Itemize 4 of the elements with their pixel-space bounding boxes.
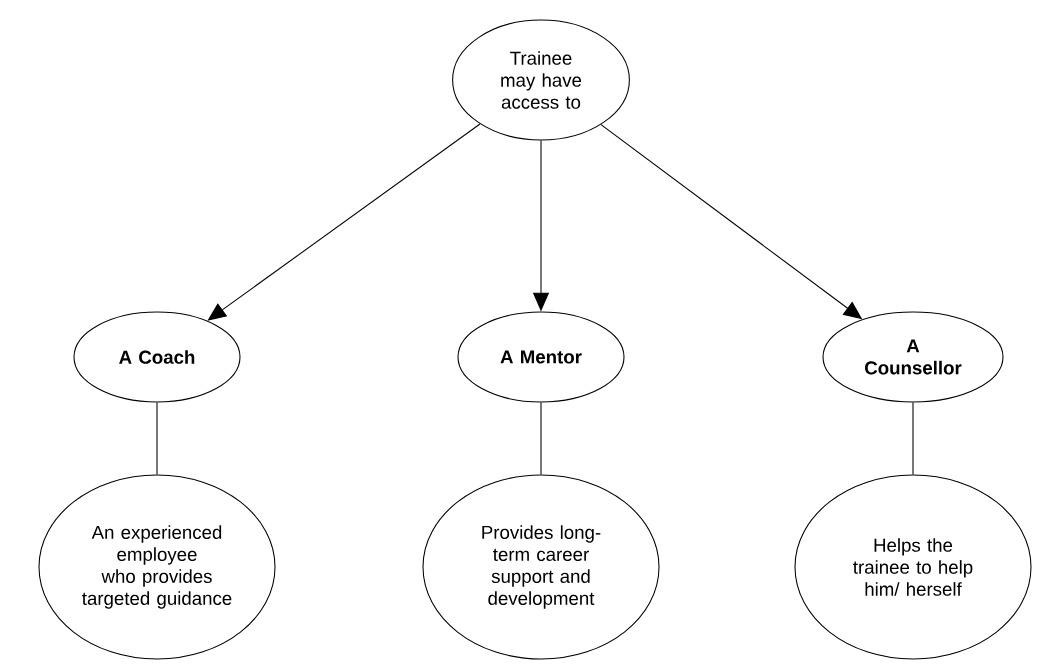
arrow (207, 123, 481, 321)
connector-line (912, 402, 914, 475)
connector-line (540, 402, 542, 475)
connector-line (156, 402, 158, 475)
